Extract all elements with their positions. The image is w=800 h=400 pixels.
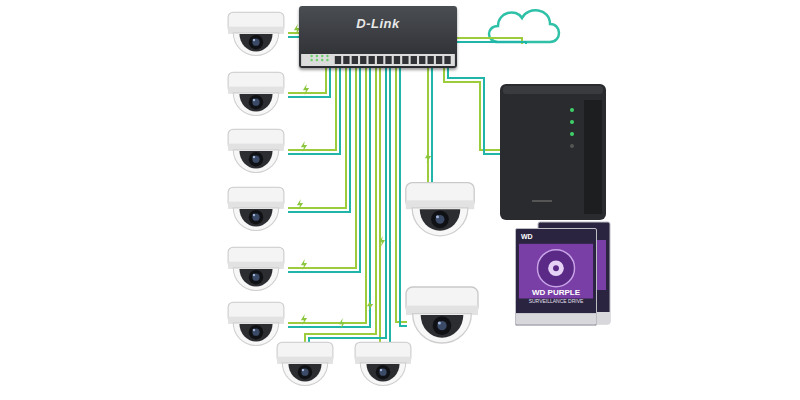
drive-label-art — [516, 229, 596, 325]
brand-label: WD — [521, 233, 533, 240]
poe-switch: D-Link — [299, 6, 457, 68]
product-label: WD PURPLE — [532, 288, 580, 297]
product-label: SURVEILLANCE DRIVE — [529, 298, 584, 304]
brand-label: D-Link — [299, 16, 457, 31]
surveillance-drive: WD WD PURPLESURVEILLANCE DRIVE — [515, 228, 597, 326]
switch-ports — [299, 6, 457, 68]
